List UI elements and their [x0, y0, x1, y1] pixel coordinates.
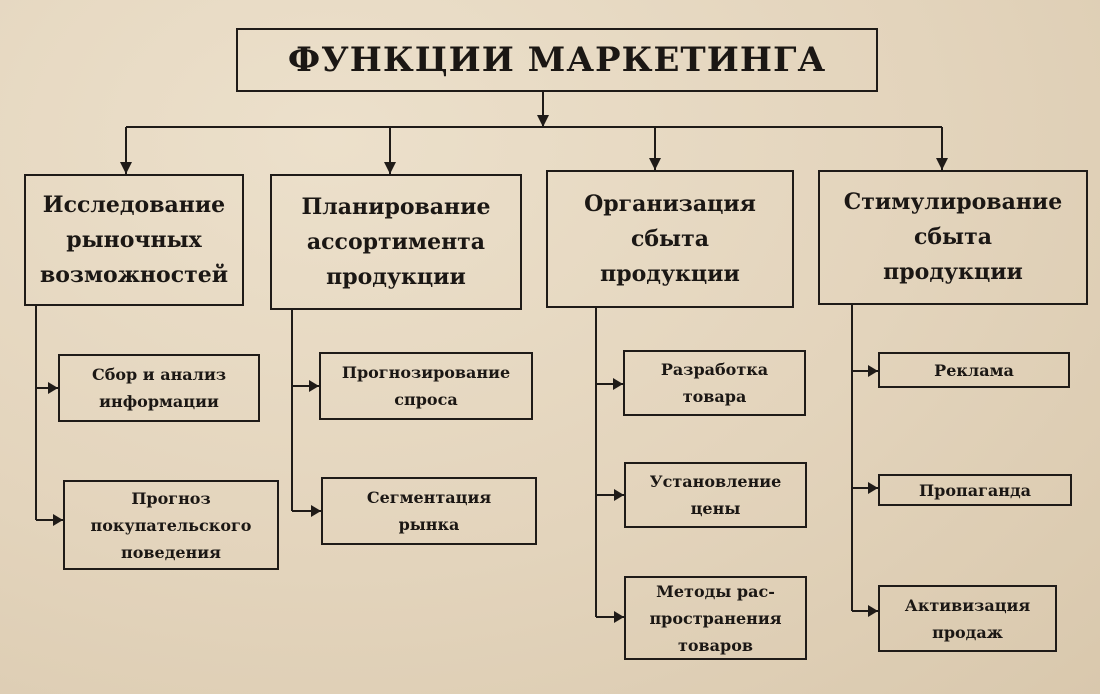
subfunction-price-setting: Установление цены [624, 462, 807, 528]
diagram-title: ФУНКЦИИ МАРКЕТИНГА [236, 28, 878, 92]
subfunction-buyer-behavior-forecast: Прогноз покупательского поведения [63, 480, 279, 570]
function-assortment-planning: Планирование ассортимента продукции [270, 174, 522, 310]
subfunction-demand-forecasting: Прогнозирование спроса [319, 352, 533, 420]
subfunction-product-development: Разработка товара [623, 350, 806, 416]
subfunction-data-collection-analysis: Сбор и анализ информации [58, 354, 260, 422]
function-market-research: Исследование рыночных возможностей [24, 174, 244, 306]
subfunction-market-segmentation: Сегментация рынка [321, 477, 537, 545]
subfunction-sales-activation: Активизация продаж [878, 585, 1057, 652]
function-sales-promotion: Стимулирование сбыта продукции [818, 170, 1088, 305]
subfunction-advertising: Реклама [878, 352, 1070, 388]
subfunction-propaganda: Пропаганда [878, 474, 1072, 506]
function-sales-organization: Организация сбыта продукции [546, 170, 794, 308]
subfunction-distribution-methods: Методы рас- пространения товаров [624, 576, 807, 660]
